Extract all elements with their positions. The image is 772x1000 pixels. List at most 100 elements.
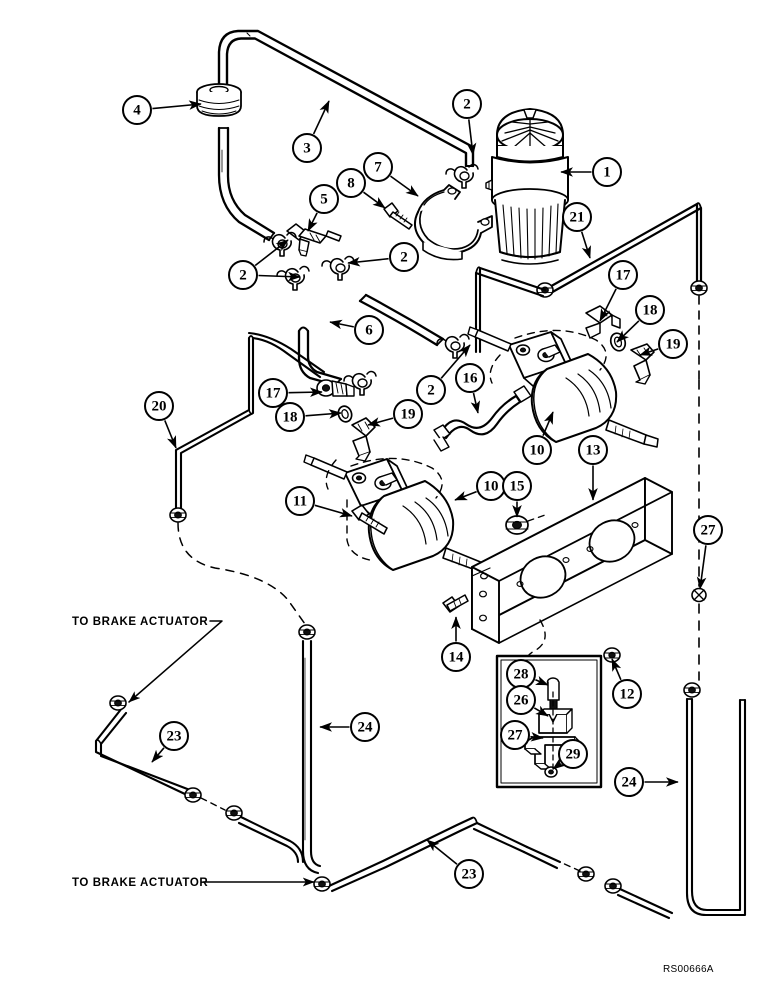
callout-leader xyxy=(164,420,177,449)
callout-18-12[interactable]: 18 xyxy=(616,295,665,343)
callout-27-35[interactable]: 27 xyxy=(500,720,544,750)
callout-4-0[interactable]: 4 xyxy=(122,95,202,125)
callout-bubble[interactable] xyxy=(228,260,258,290)
callout-bubble[interactable] xyxy=(393,399,423,429)
callout-leader xyxy=(347,256,389,267)
part-29-bracket-nut xyxy=(544,766,558,778)
callout-27-28[interactable]: 27 xyxy=(693,515,723,590)
callout-number: 27 xyxy=(508,728,524,744)
callout-2-9[interactable]: 2 xyxy=(347,242,419,272)
part-19-elbow-fitting-lower xyxy=(351,417,376,462)
callout-bubble[interactable] xyxy=(455,363,485,393)
callout-bubble[interactable] xyxy=(258,378,288,408)
callout-16-16[interactable]: 16 xyxy=(455,363,485,414)
callout-number: 24 xyxy=(358,720,374,736)
callout-leader xyxy=(535,675,549,686)
callout-bubble[interactable] xyxy=(309,184,339,214)
callout-bubble[interactable] xyxy=(502,471,532,501)
callout-leader xyxy=(329,319,354,330)
callout-17-11[interactable]: 17 xyxy=(599,260,638,322)
callout-bubble[interactable] xyxy=(562,202,592,232)
callout-bubble[interactable] xyxy=(612,679,642,709)
callout-number: 16 xyxy=(463,371,479,387)
part-2-spring-hose-clamp-d xyxy=(445,163,479,189)
callout-bubble[interactable] xyxy=(608,260,638,290)
callout-7-4[interactable]: 7 xyxy=(363,152,419,197)
callout-17-20[interactable]: 17 xyxy=(258,378,323,408)
callout-2-2[interactable]: 2 xyxy=(452,89,482,156)
callout-bubble[interactable] xyxy=(693,515,723,545)
callout-number: 19 xyxy=(666,337,681,353)
part-2-spring-hose-clamp-c xyxy=(321,255,355,281)
callout-number: 6 xyxy=(365,323,373,339)
part-3-upper-return-hose xyxy=(217,29,475,168)
callout-2-15[interactable]: 2 xyxy=(416,344,471,405)
callout-23-32[interactable]: 23 xyxy=(426,839,484,889)
callout-10-17[interactable]: 10 xyxy=(522,411,554,465)
callout-13-18[interactable]: 13 xyxy=(578,435,608,501)
callout-24-31[interactable]: 24 xyxy=(614,767,679,797)
callout-bubble[interactable] xyxy=(441,642,471,672)
callout-29-36[interactable]: 29 xyxy=(552,739,588,770)
callout-2-7[interactable]: 2 xyxy=(228,239,289,290)
callout-leader xyxy=(533,705,549,717)
part-14-plate-bolt xyxy=(442,594,469,613)
callout-19-22[interactable]: 19 xyxy=(367,399,423,429)
callout-28-33[interactable]: 28 xyxy=(506,659,549,689)
callout-number: 19 xyxy=(401,407,416,423)
callout-number: 3 xyxy=(303,141,311,157)
callout-bubble[interactable] xyxy=(592,157,622,187)
callout-bubble[interactable] xyxy=(159,721,189,751)
callout-leader xyxy=(426,839,458,865)
callout-20-19[interactable]: 20 xyxy=(144,391,177,449)
callout-leader xyxy=(314,504,353,518)
callout-bubble[interactable] xyxy=(614,767,644,797)
callout-bubble[interactable] xyxy=(292,133,322,163)
callout-bubble[interactable] xyxy=(144,391,174,421)
callout-bubble[interactable] xyxy=(416,375,446,405)
part-23-brake-line-bottom xyxy=(313,816,674,920)
callout-14-26[interactable]: 14 xyxy=(441,616,471,672)
callout-2-8[interactable] xyxy=(258,271,301,282)
callout-bubble[interactable] xyxy=(336,168,366,198)
callout-number: 2 xyxy=(400,250,408,266)
callout-1-3[interactable]: 1 xyxy=(560,157,622,187)
callout-8-5[interactable]: 8 xyxy=(336,168,386,209)
callout-18-21[interactable]: 18 xyxy=(275,402,342,432)
callout-26-34[interactable]: 26 xyxy=(506,685,549,717)
callout-24-29[interactable]: 24 xyxy=(319,712,380,742)
callout-bubble[interactable] xyxy=(285,486,315,516)
callout-leader xyxy=(305,409,342,419)
callout-bubble[interactable] xyxy=(452,89,482,119)
callout-leader xyxy=(258,271,301,282)
callout-15-25[interactable]: 15 xyxy=(502,471,532,518)
part-2-spring-hose-clamp-a xyxy=(263,231,297,257)
callout-bubble[interactable] xyxy=(354,315,384,345)
callout-bubble[interactable] xyxy=(658,329,688,359)
callout-bubble[interactable] xyxy=(275,402,305,432)
callout-21-10[interactable]: 21 xyxy=(562,202,592,259)
callout-6-14[interactable]: 6 xyxy=(329,315,384,345)
callout-10-24[interactable]: 10 xyxy=(454,471,506,501)
callout-bubble[interactable] xyxy=(454,859,484,889)
callout-bubble[interactable] xyxy=(635,295,665,325)
callout-5-6[interactable]: 5 xyxy=(307,184,339,232)
callout-3-1[interactable]: 3 xyxy=(292,100,330,163)
callout-bubble[interactable] xyxy=(506,685,536,715)
callout-19-13[interactable]: 19 xyxy=(639,329,688,359)
callout-12-27[interactable]: 12 xyxy=(611,658,642,709)
callout-bubble[interactable] xyxy=(500,720,530,750)
callout-bubble[interactable] xyxy=(522,435,552,465)
part-6-supply-hose-b xyxy=(358,293,445,347)
callout-bubble[interactable] xyxy=(578,435,608,465)
callout-11-23[interactable]: 11 xyxy=(285,486,353,518)
callout-leader xyxy=(470,392,481,414)
callout-23-30[interactable]: 23 xyxy=(151,721,189,763)
callout-bubble[interactable] xyxy=(122,95,152,125)
part-8-clamp-bolt xyxy=(383,202,413,230)
callout-bubble[interactable] xyxy=(350,712,380,742)
callout-bubble[interactable] xyxy=(558,739,588,769)
callout-bubble[interactable] xyxy=(363,152,393,182)
callout-bubble[interactable] xyxy=(389,242,419,272)
